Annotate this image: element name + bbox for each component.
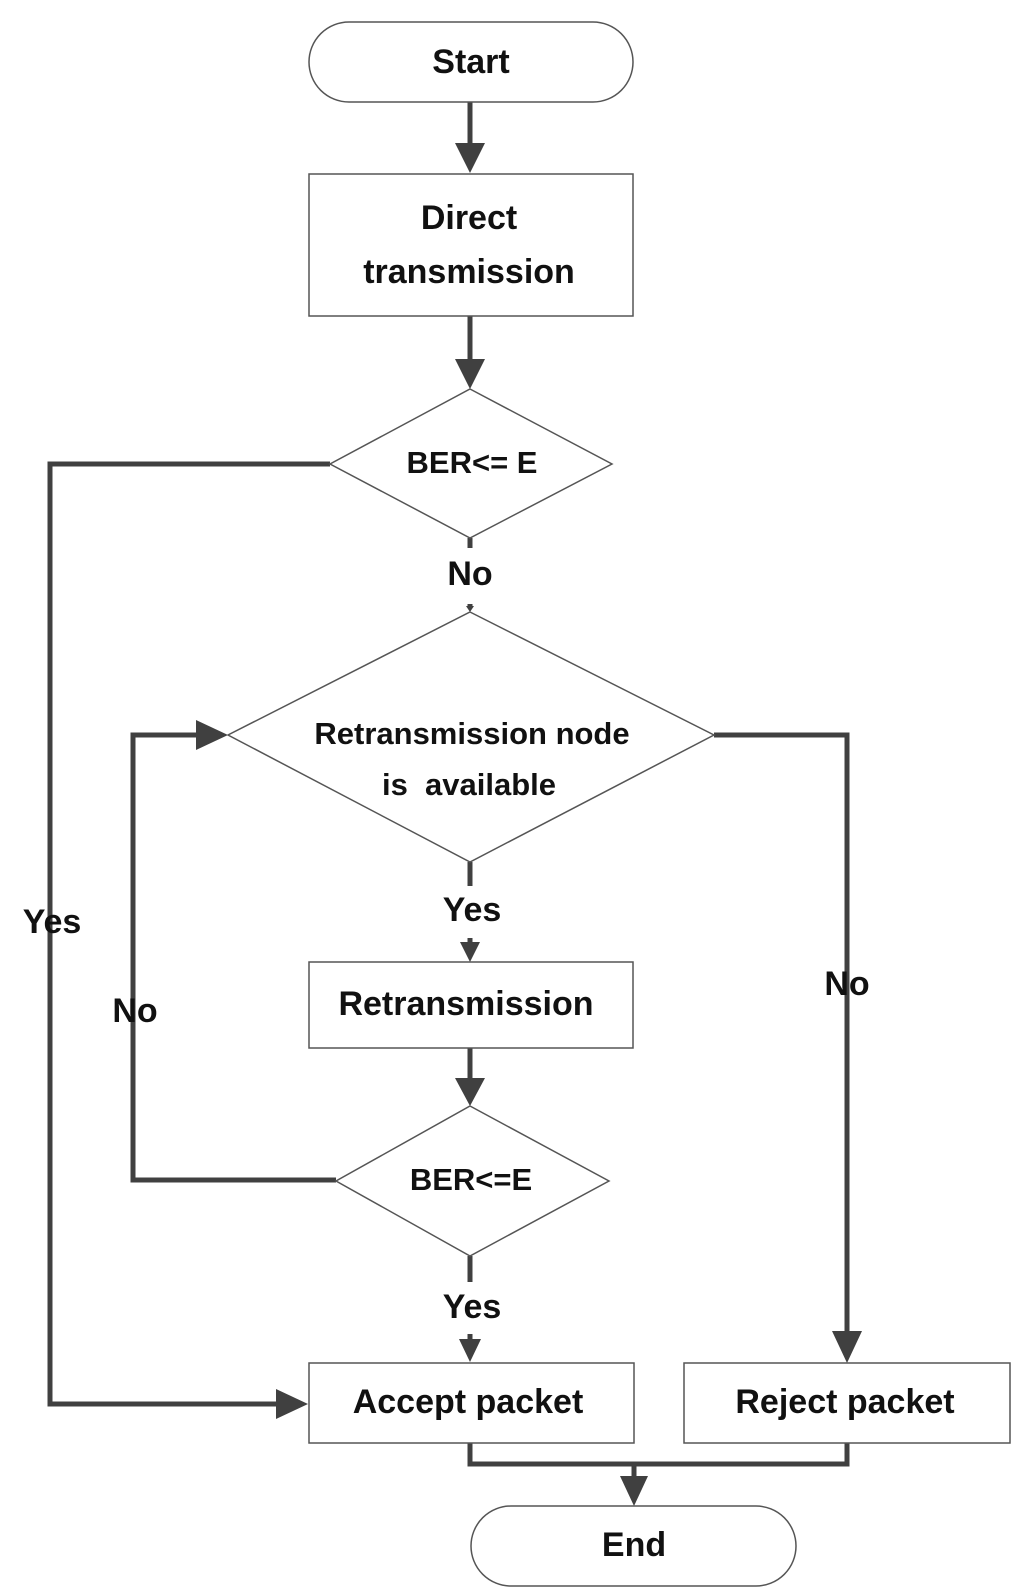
arrowhead-decision2-no-to-reject [832,1331,862,1363]
accept-packet-label: Accept packet [353,1383,584,1421]
arrowhead-decision3-yes-to-accept [459,1339,481,1362]
arrowhead-decision1-yes-to-accept [276,1389,308,1419]
direct-transmission-label-line2: transmission [363,253,575,291]
retransmission-process [308,961,634,1049]
decision-retransmission-node-label-line1: Retransmission node [314,716,629,751]
connector-decision2-no-to-reject [714,732,850,1334]
arrowhead-decision1-to-decision2 [466,606,474,612]
decision-ber-direct-label: BER<= E [407,445,538,480]
connector-decision1-yes-to-accept [47,461,330,1407]
start-terminal [308,21,634,103]
connector-accept-to-end [467,1443,850,1467]
end-label: End [602,1526,666,1564]
arrowhead-merge-to-end [620,1476,648,1506]
direct-transmission-label-line1: Direct [421,199,517,237]
arrowhead-direct-to-decision1 [455,359,485,389]
decision-ber-retransmission [334,1105,611,1257]
edge-label-decision2-no: No [824,965,869,1003]
edge-label-decision1-no: No [447,555,492,593]
reject-packet-process [683,1362,1011,1444]
connector-decision3-no-to-decision2 [130,732,336,1183]
accept-packet-process [308,1362,635,1444]
decision-retransmission-node-label-line2: is available [382,767,556,802]
end-terminal [470,1505,797,1587]
edge-label-decision3-no: No [112,992,157,1030]
decision-ber-retransmission-label: BER<=E [410,1162,532,1197]
direct-transmission-process [308,173,634,317]
reject-packet-label: Reject packet [735,1383,954,1421]
edge-label-decision2-yes: Yes [443,891,502,929]
retransmission-label: Retransmission [338,985,593,1023]
arrowhead-start-to-direct [455,143,485,173]
edge-label-decision1-yes: Yes [23,903,82,941]
arrowhead-decision2-to-retransmission [460,942,480,962]
edge-label-decision3-yes: Yes [443,1288,502,1326]
start-label: Start [432,43,509,81]
arrowhead-decision3-no-to-decision2 [196,720,228,750]
decision-retransmission-node-available [226,611,716,863]
arrowhead-retransmission-to-decision3 [455,1078,485,1106]
decision-ber-direct [328,388,614,539]
